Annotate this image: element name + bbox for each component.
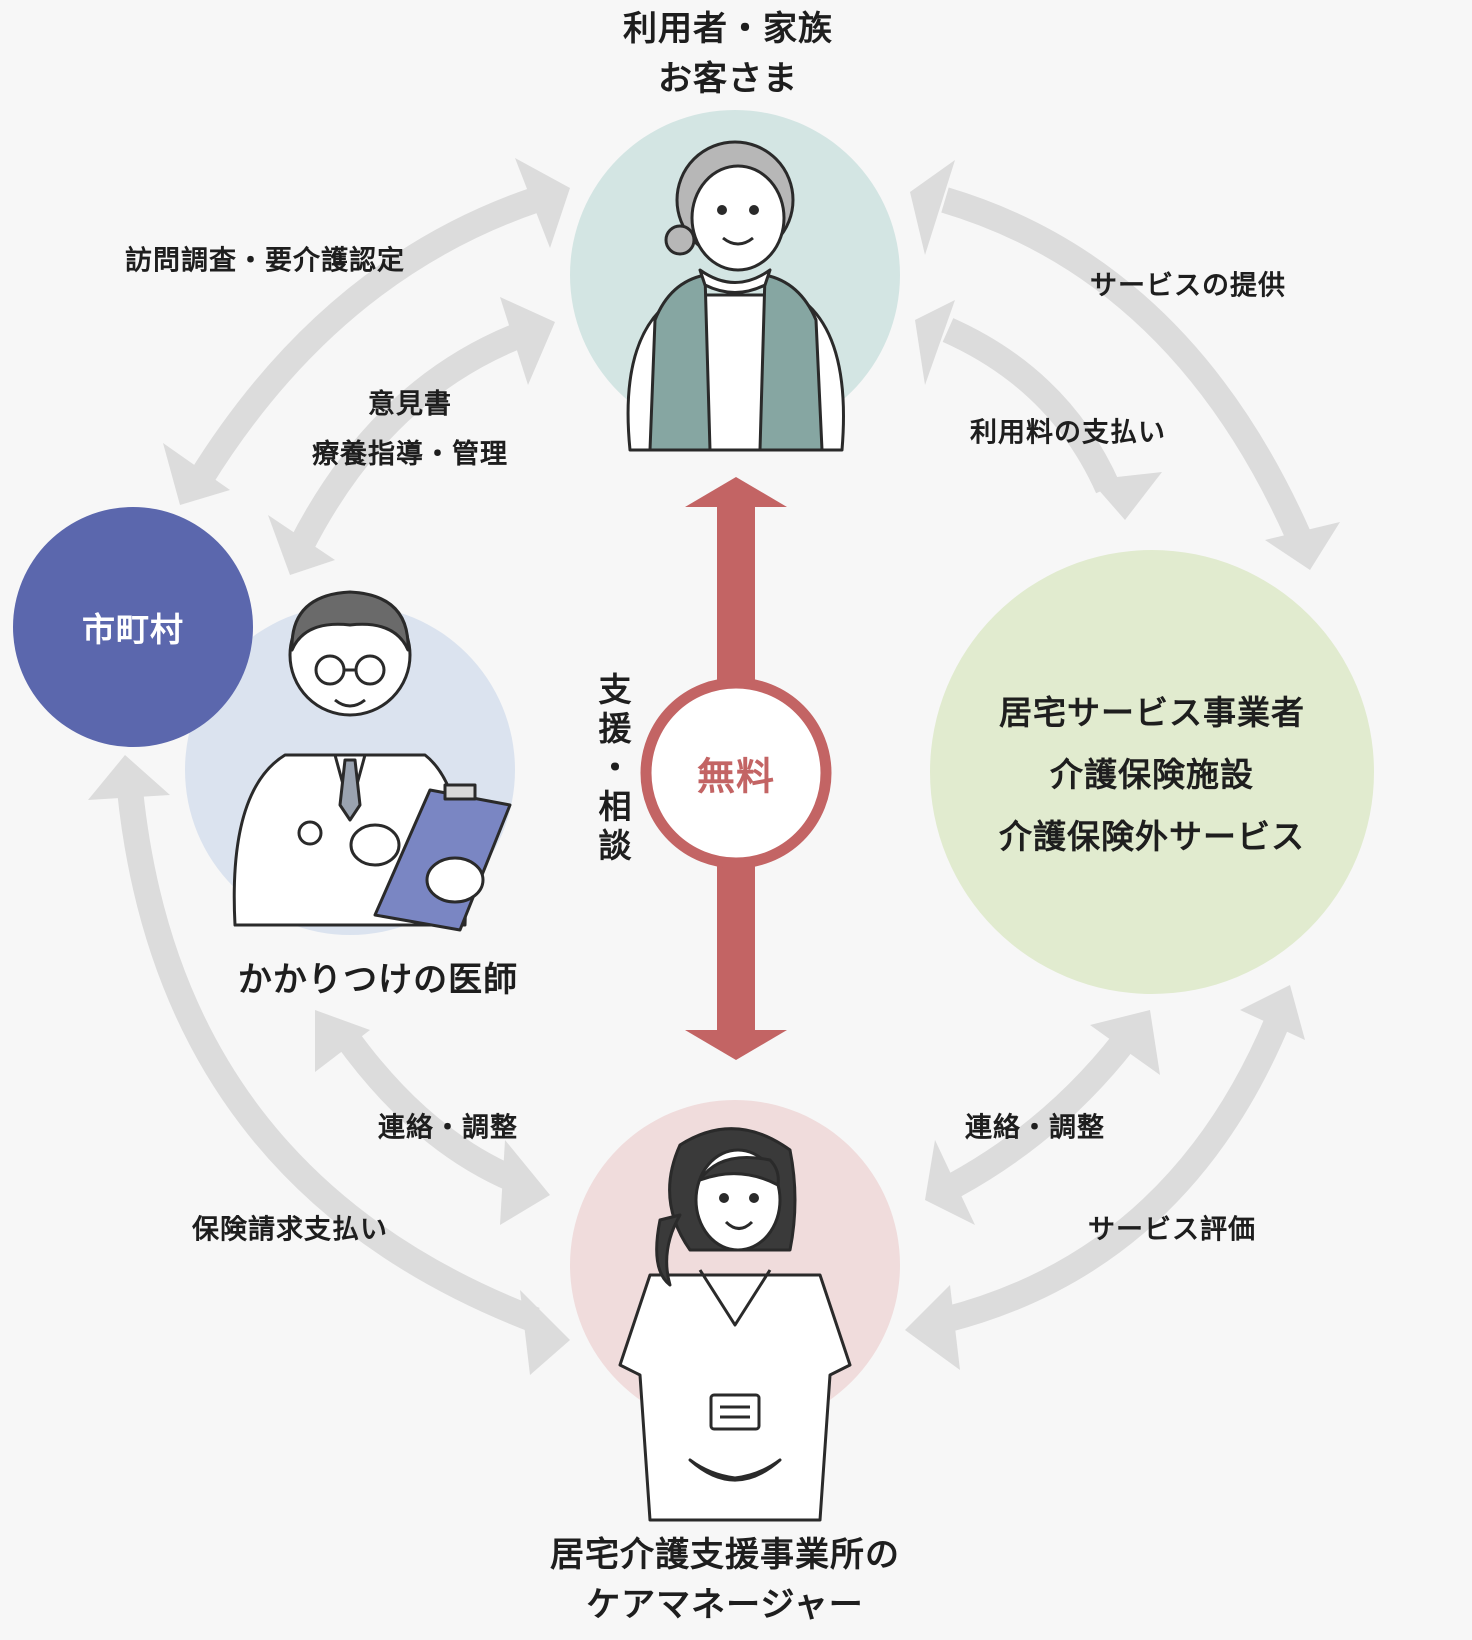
arrow-liaison-right-head-top — [1090, 1010, 1160, 1075]
caremanager-title: 居宅介護支援事業所の ケアマネージャー — [550, 1530, 900, 1630]
insurance-claim-label: 保険請求支払い — [192, 1214, 388, 1246]
care-manager-illustration — [618, 1127, 852, 1522]
arrow-insurance-claim-head-top — [88, 755, 170, 800]
user-title-line-1: 利用者・家族 — [623, 9, 833, 49]
arrow-fee-payment-head-top — [915, 300, 955, 385]
support-consultation-label: 支援・相談 — [593, 672, 632, 867]
survey-label: 訪問調査・要介護認定 — [125, 245, 405, 277]
service-evaluation-label: サービス評価 — [1088, 1214, 1256, 1246]
user-title-line-2: お客さま — [658, 59, 798, 99]
liaison-right-label: 連絡・調整 — [965, 1112, 1105, 1144]
arrow-service-evaluation — [941, 1010, 1293, 1333]
service-provision-label: サービスの提供 — [1090, 270, 1286, 302]
arrow-insurance-claim-head-bottom — [520, 1290, 570, 1375]
arrow-liaison-left — [334, 1027, 521, 1192]
arrow-liaison-right — [948, 1032, 1136, 1197]
provider-line-3: 介護保険外サービス — [999, 817, 1305, 856]
provider-label: 居宅サービス事業者 介護保険施設 介護保険外サービス — [999, 682, 1305, 868]
arrow-service-evaluation-head-top — [1240, 985, 1305, 1040]
doctor-title: かかりつけの医師 — [237, 960, 519, 1000]
arrow-liaison-right-head-bottom — [925, 1140, 975, 1225]
arrow-survey-head-bottom — [163, 443, 230, 505]
municipality-circle — [13, 507, 253, 747]
provider-line-2: 介護保険施設 — [1050, 755, 1254, 794]
arrow-survey — [188, 187, 540, 487]
municipality-label: 市町村 — [82, 610, 184, 649]
arrow-survey-head-top — [515, 158, 570, 248]
opinion-label: 意見書 療養指導・管理 — [312, 380, 508, 480]
provider-line-1: 居宅サービス事業者 — [999, 693, 1305, 732]
center-arrow-head-up — [685, 477, 787, 507]
provider-circle — [930, 550, 1374, 994]
fee-payment-label: 利用料の支払い — [970, 417, 1166, 449]
caremanager-title-line-2: ケアマネージャー — [586, 1585, 864, 1625]
caremanager-title-line-1: 居宅介護支援事業所の — [550, 1535, 900, 1575]
center-arrow-shaft-top — [717, 505, 755, 685]
center-arrow-shaft-bottom — [717, 860, 755, 1032]
arrow-opinion — [288, 322, 525, 554]
arrow-opinion-head-top — [500, 297, 555, 385]
arrow-service-provision-head-top — [910, 160, 955, 255]
arrow-fee-payment — [942, 318, 1120, 494]
arrow-insurance-claim — [117, 788, 540, 1333]
arrow-service-provision-head-bottom — [1265, 522, 1340, 570]
arrow-opinion-head-bottom — [268, 515, 335, 575]
opinion-line-2: 療養指導・管理 — [312, 439, 508, 470]
free-badge-label: 無料 — [696, 754, 776, 799]
arrow-service-evaluation-head-bottom — [905, 1285, 960, 1370]
center-arrow-head-down — [685, 1030, 787, 1060]
arrow-liaison-left-head-bottom — [500, 1140, 550, 1225]
user-title: 利用者・家族 お客さま — [623, 4, 833, 104]
doctor-illustration — [232, 590, 512, 932]
arrow-service-provision — [941, 187, 1310, 541]
center-free-ring — [640, 677, 832, 869]
arrow-fee-payment-head-bottom — [1090, 472, 1162, 520]
elderly-user-illustration — [626, 140, 845, 452]
arrow-liaison-left-head-top — [315, 1010, 370, 1072]
opinion-line-1: 意見書 — [368, 389, 452, 420]
liaison-left-label: 連絡・調整 — [378, 1112, 518, 1144]
